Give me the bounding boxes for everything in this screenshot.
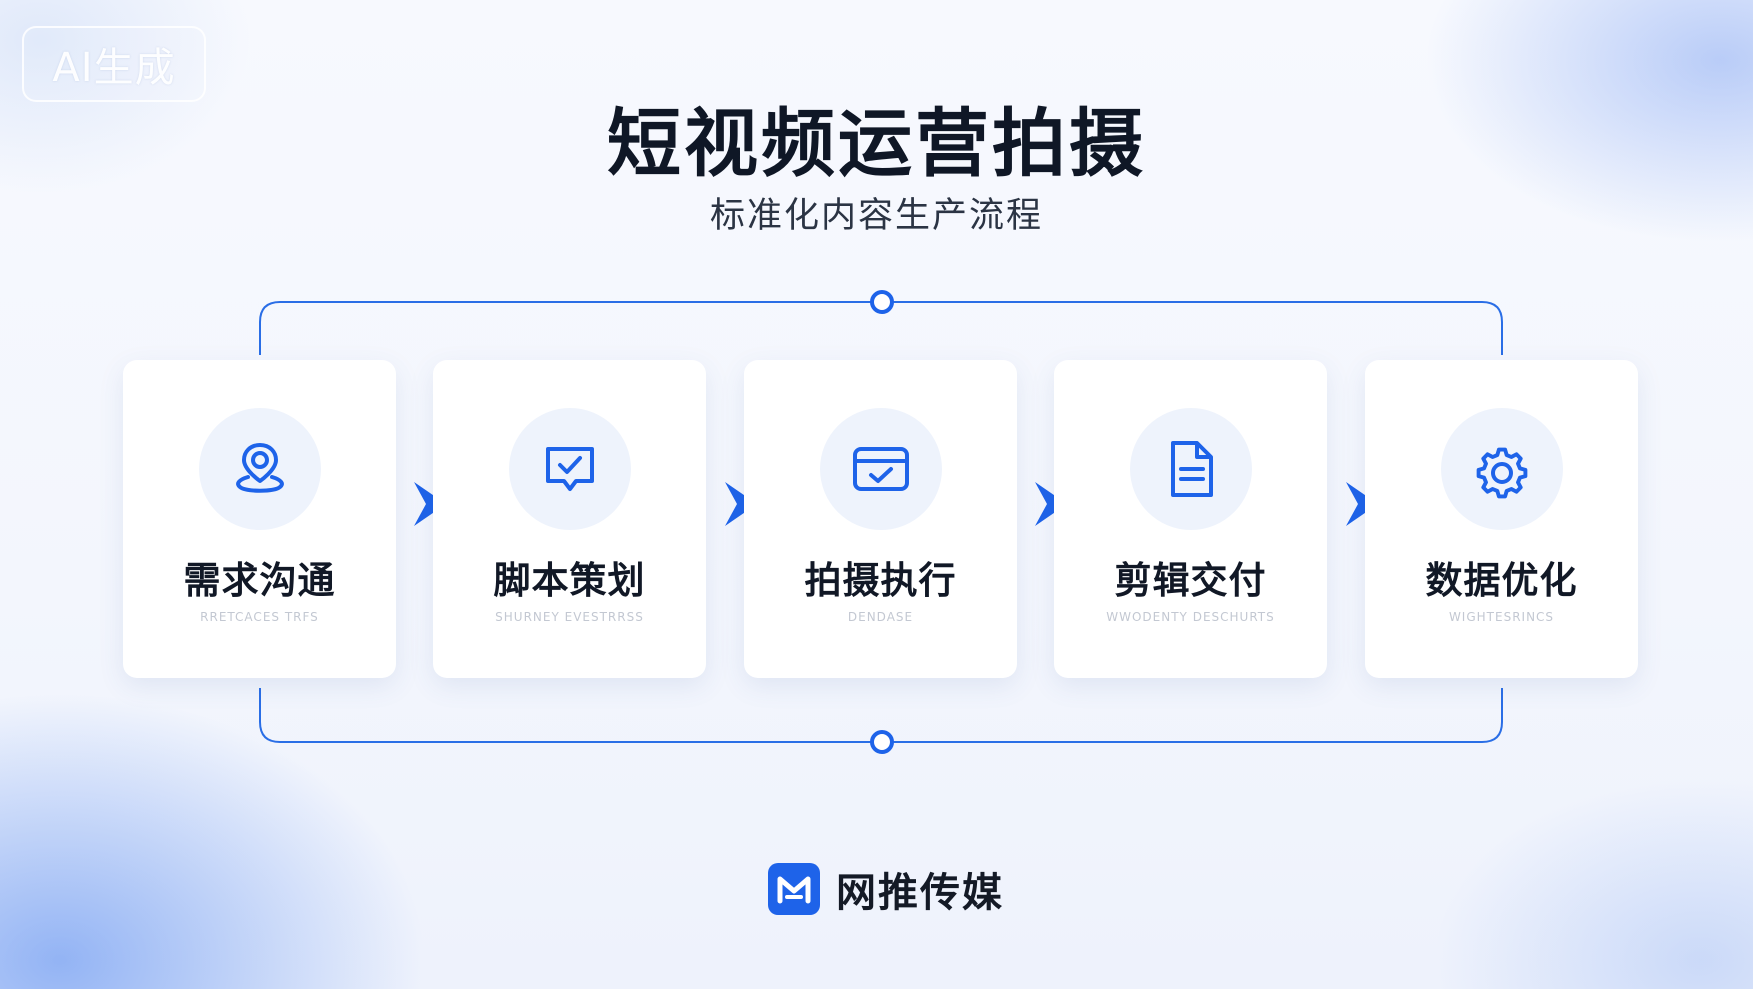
brand-name: 网推传媒	[836, 870, 1004, 916]
ai-badge-label: AI生成	[52, 45, 176, 91]
step-2-icon-bg	[509, 408, 631, 530]
chevron-right-icon	[414, 482, 446, 526]
step-card-3: 拍摄执行 DENDASE	[744, 360, 1017, 678]
document-icon	[1171, 441, 1213, 497]
step-3-title: 拍摄执行	[804, 559, 957, 602]
bottom-connector-node	[870, 730, 894, 754]
location-pin-icon	[236, 443, 284, 493]
chevron-right-icon	[1035, 482, 1067, 526]
step-card-5: 数据优化 WIGHTESRINCS	[1365, 360, 1638, 678]
chat-check-icon	[546, 447, 594, 491]
page-title: 短视频运营拍摄	[607, 101, 1146, 187]
step-1-subtitle: RRETCACES TRFS	[200, 610, 319, 624]
gear-icon	[1476, 447, 1528, 499]
step-1-title: 需求沟通	[183, 559, 336, 602]
step-5-icon-bg	[1441, 408, 1563, 530]
step-2-title: 脚本策划	[493, 559, 646, 602]
step-card-2: 脚本策划 SHURNEY EVESTRRSS	[433, 360, 706, 678]
step-4-title: 剪辑交付	[1114, 559, 1267, 602]
step-card-4: 剪辑交付 WWODENTY DESCHURTS	[1054, 360, 1327, 678]
brand-m-logo-icon	[768, 863, 820, 915]
step-2-subtitle: SHURNEY EVESTRRSS	[495, 610, 644, 624]
step-1-icon-bg	[199, 408, 321, 530]
chevron-right-icon	[725, 482, 757, 526]
ai-generated-badge: AI生成	[22, 26, 206, 102]
step-3-icon-bg	[820, 408, 942, 530]
brand-footer: 网推传媒	[768, 860, 1004, 918]
step-card-1: 需求沟通 RRETCACES TRFS	[123, 360, 396, 678]
step-5-subtitle: WIGHTESRINCS	[1448, 610, 1555, 624]
chevron-right-icon	[1346, 482, 1378, 526]
page-subtitle: 标准化内容生产流程	[709, 196, 1043, 236]
card-check-icon	[853, 447, 909, 491]
step-5-title: 数据优化	[1425, 559, 1578, 602]
step-3-subtitle: DENDASE	[847, 610, 914, 624]
top-connector-node	[870, 290, 894, 314]
step-4-icon-bg	[1130, 408, 1252, 530]
step-4-subtitle: WWODENTY DESCHURTS	[1106, 610, 1275, 624]
